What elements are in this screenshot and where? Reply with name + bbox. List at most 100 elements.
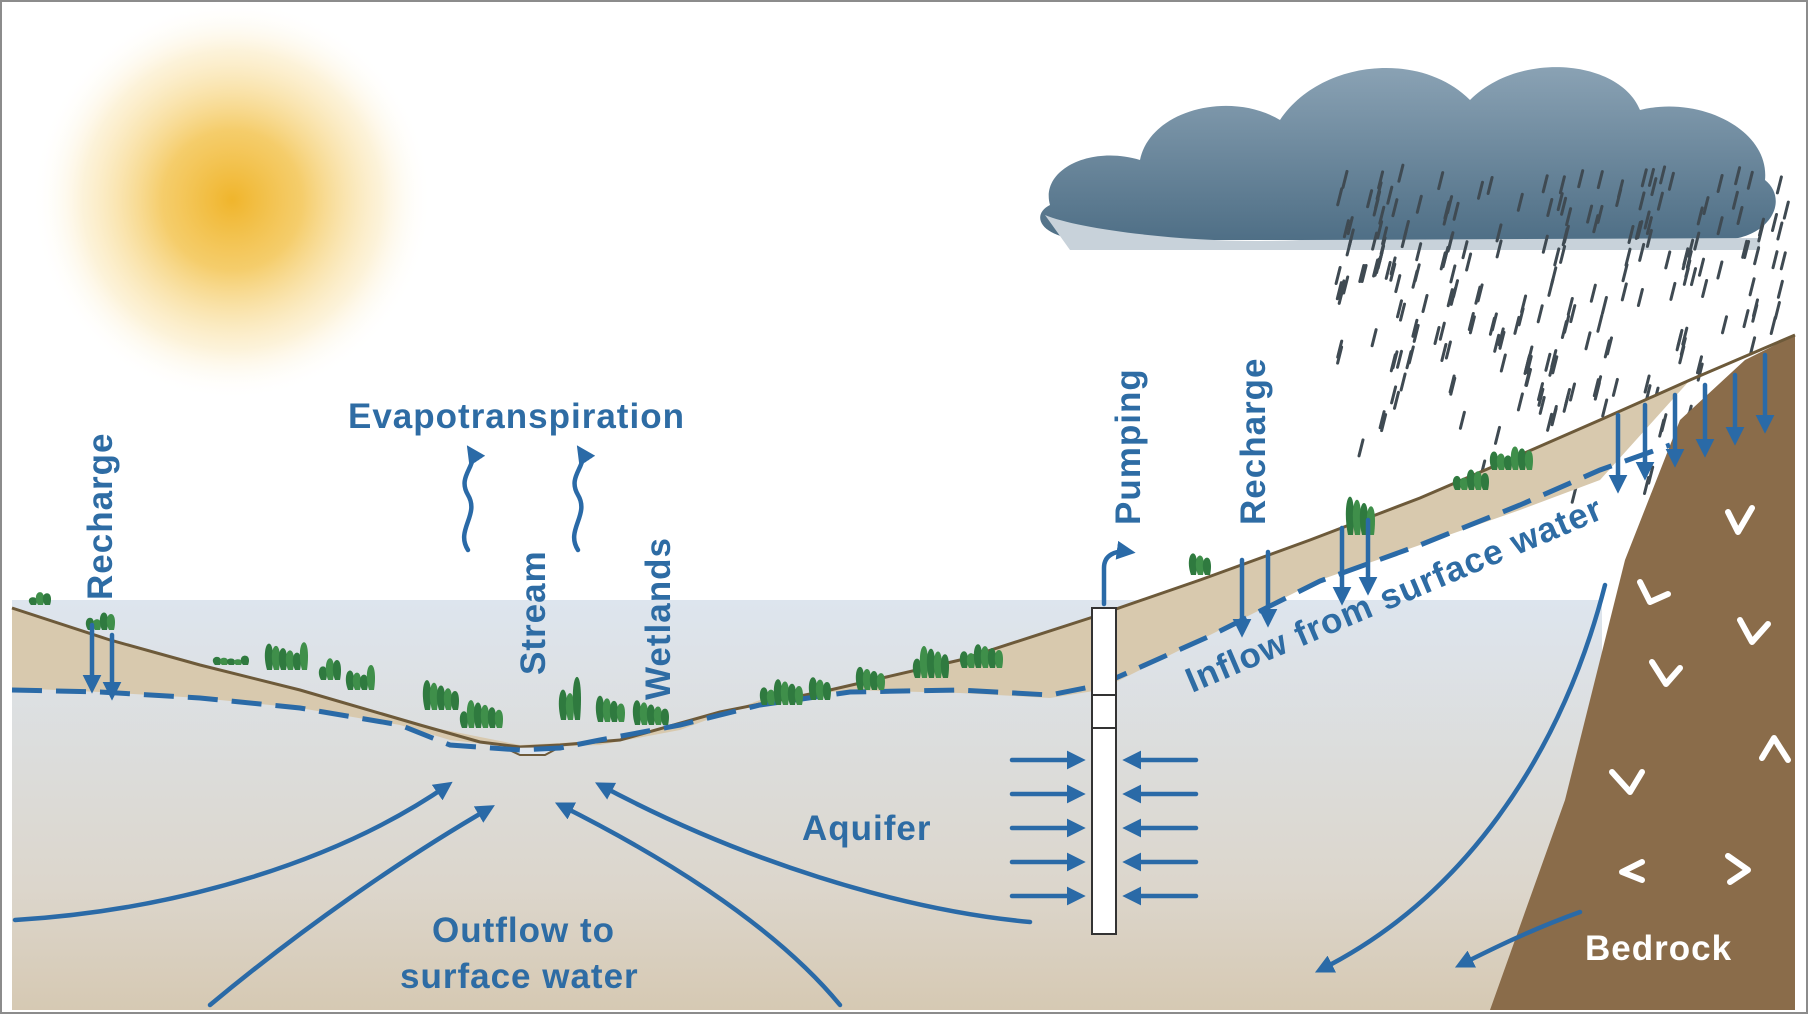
plant-tuft [1473, 471, 1482, 490]
raindrop [1601, 398, 1609, 418]
raindrop [1659, 165, 1667, 185]
plant-tuft [1503, 455, 1512, 470]
raindrop [1347, 228, 1355, 248]
plant-tuft [1489, 451, 1498, 470]
raindrop [1477, 180, 1484, 200]
raindrop [1584, 331, 1592, 351]
raindrop [1334, 266, 1342, 285]
raindrop [1721, 315, 1728, 335]
raindrop [1551, 355, 1559, 375]
plant-tuft [632, 700, 641, 725]
raindrop [1736, 206, 1744, 225]
plant-tuft [919, 646, 928, 678]
raindrop [1743, 240, 1751, 259]
raindrop [1667, 171, 1675, 191]
recharge-left-label: Recharge [81, 432, 120, 600]
raindrop [1360, 264, 1368, 283]
plant-tuft [28, 597, 37, 605]
raindrop [1716, 216, 1724, 236]
raindrop [1415, 194, 1423, 214]
plant-tuft [780, 681, 789, 705]
raindrop [1627, 225, 1635, 244]
raindrop [1776, 279, 1784, 299]
plant-tuft [912, 658, 921, 678]
raindrop [1773, 301, 1781, 320]
aquifer-label: Aquifer [802, 809, 932, 848]
raindrop [1537, 387, 1545, 407]
plant-tuft [1345, 496, 1354, 535]
plant-tuft [299, 642, 308, 670]
plant-tuft [815, 679, 824, 700]
plant-tuft [450, 690, 459, 710]
plant-tuft [822, 682, 831, 700]
raindrop [1595, 375, 1603, 395]
raindrop [1548, 357, 1556, 377]
raindrop [1596, 204, 1604, 224]
stream-label: Stream [514, 550, 553, 675]
bedrock-label: Bedrock [1585, 929, 1732, 968]
plant-tuft [359, 674, 368, 690]
plant-tuft [106, 613, 115, 630]
raindrop [1399, 372, 1407, 392]
plant-tuft [325, 658, 334, 680]
raindrop [1559, 244, 1567, 264]
plant-tuft [345, 670, 354, 690]
raindrop [1553, 247, 1561, 267]
plant-tuft [99, 612, 108, 630]
raindrop [1336, 345, 1344, 365]
plant-tuft [332, 659, 341, 680]
plant-tuft [226, 658, 235, 665]
recharge-right-label: Recharge [1234, 357, 1273, 525]
plant-tuft [264, 643, 273, 670]
raindrop [1499, 353, 1507, 373]
plant-tuft [876, 673, 885, 690]
raindrop [1468, 315, 1476, 335]
raindrop [1645, 228, 1653, 248]
raindrop [1645, 216, 1653, 236]
raindrop [1413, 263, 1421, 283]
plant-tuft [240, 655, 249, 665]
raindrop [1497, 327, 1505, 347]
raindrop [1402, 220, 1410, 239]
raindrop [1577, 169, 1585, 189]
plant-tuft [660, 708, 669, 725]
raindrop [1338, 280, 1346, 300]
raindrop [1624, 247, 1632, 267]
plant-tuft [794, 685, 803, 705]
raindrop [1636, 220, 1644, 240]
raindrop [1525, 355, 1533, 374]
raindrop [1640, 168, 1648, 188]
plant-tuft [609, 700, 618, 722]
raindrop [1731, 190, 1739, 210]
raindrop [1696, 206, 1704, 226]
raindrop [1396, 349, 1403, 369]
plant-tuft [973, 644, 982, 668]
plant-tuft [994, 650, 1003, 668]
raindrop [1358, 264, 1366, 283]
raindrop [1742, 309, 1750, 329]
raindrop [1643, 374, 1651, 394]
plant-tuft [459, 711, 468, 728]
raindrop [1474, 285, 1482, 305]
plant-tuft [602, 698, 611, 722]
raindrop [1620, 282, 1628, 302]
raindrop [1550, 405, 1558, 424]
outflow-label-line1: Outflow to [432, 911, 615, 950]
plant-tuft [862, 668, 871, 690]
plant-tuft [616, 703, 625, 722]
plant-tuft [443, 688, 452, 710]
plant-tuft [855, 666, 864, 690]
raindrop [1775, 175, 1783, 195]
plant-tuft [233, 659, 242, 665]
raindrop [1660, 413, 1668, 433]
raindrop [1569, 382, 1576, 402]
raindrop [1600, 296, 1608, 315]
raindrop [1342, 219, 1350, 239]
raindrop [1690, 267, 1697, 287]
raindrop [1391, 198, 1399, 218]
raindrop [1776, 221, 1784, 241]
recharge-arrows-left [82, 622, 122, 701]
raindrop [1465, 252, 1473, 272]
aquifer-zone [12, 600, 1602, 1010]
